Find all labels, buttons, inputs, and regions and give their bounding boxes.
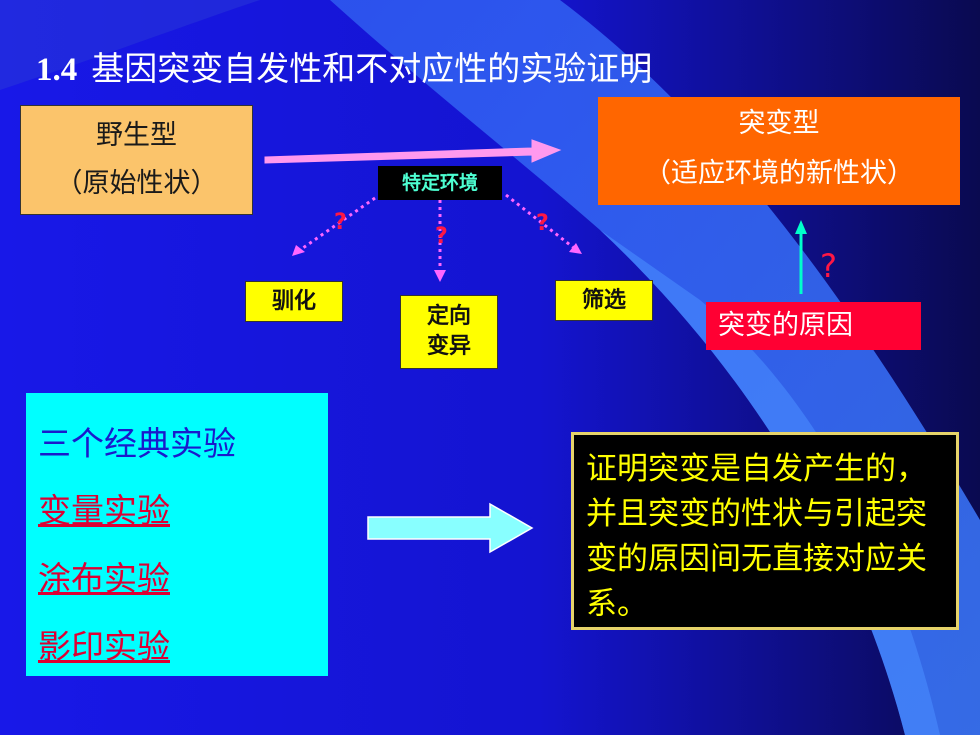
question-mark-right: ?: [536, 211, 549, 236]
experiments-heading: 三个经典实验: [38, 424, 236, 463]
wild-type-label: 野生型: [96, 120, 177, 151]
domestication-box: 驯化: [245, 281, 343, 322]
selection-box: 筛选: [555, 280, 653, 321]
main-arrow: [264, 139, 562, 164]
mutant-type-box: 突变型 （适应环境的新性状）: [598, 97, 960, 205]
directed-variation-box: 定向 变异: [400, 295, 498, 369]
wild-type-trait: （原始性状）: [55, 168, 218, 199]
page-title: 1.4 基因突变自发性和不对应性的实验证明: [36, 42, 652, 90]
dotted-arrow-right: [505, 193, 575, 250]
conclusion-arrow: [367, 502, 534, 554]
directed-variation-line1: 定向: [426, 304, 471, 329]
question-mark-cause: ?: [820, 247, 837, 285]
directed-variation-line2: 变异: [426, 334, 471, 359]
mutant-type-trait: （适应环境的新性状）: [644, 158, 914, 189]
mutant-type-label: 突变型: [738, 108, 820, 139]
question-mark-left: ?: [334, 210, 347, 235]
conclusion-box: 证明突变是自发产生的，并且突变的性状与引起突变的原因间无直接对应关系。: [571, 432, 959, 630]
experiment-link-fluctuation[interactable]: 变量实验: [38, 491, 170, 530]
environment-label: 特定环境: [378, 166, 502, 200]
section-number: 1.4: [36, 52, 78, 88]
wild-type-box: 野生型 （原始性状）: [20, 105, 253, 215]
question-mark-center: ?: [435, 224, 448, 249]
mutation-cause-box: 突变的原因: [706, 302, 921, 350]
dotted-arrow-left: [299, 196, 376, 252]
experiment-link-replica[interactable]: 影印实验: [38, 627, 170, 666]
title-text: 基因突变自发性和不对应性的实验证明: [91, 49, 653, 88]
experiments-box: 三个经典实验 变量实验 涂布实验 影印实验: [26, 393, 328, 676]
experiment-link-spreading[interactable]: 涂布实验: [38, 559, 170, 598]
